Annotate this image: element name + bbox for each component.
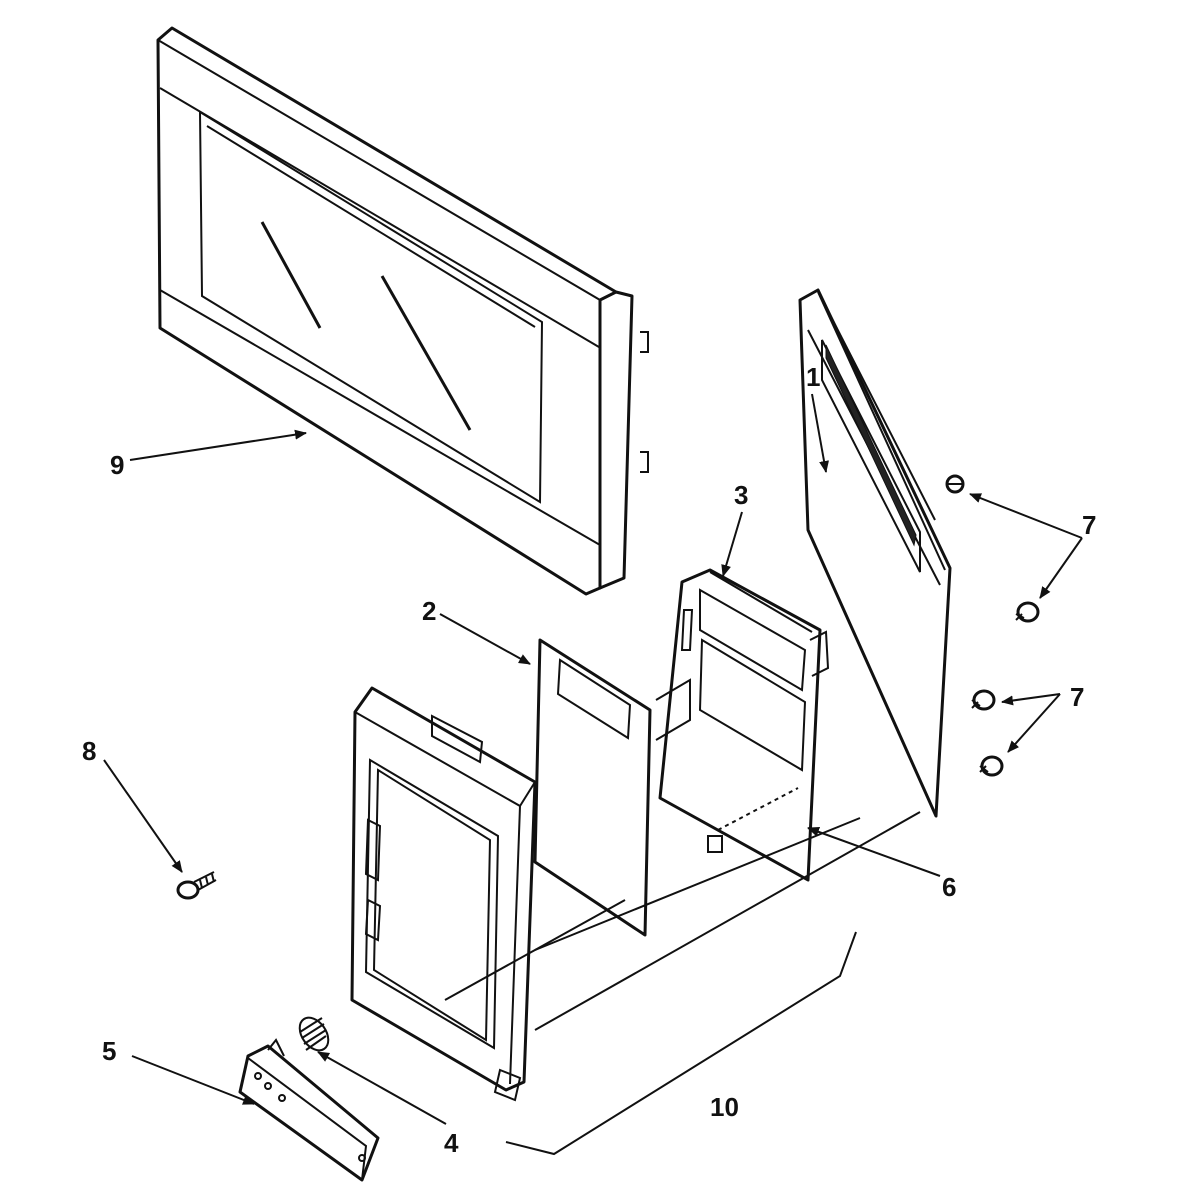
latch-button [238, 1038, 380, 1182]
touch-panel [533, 638, 652, 937]
control-board [798, 288, 952, 818]
callout-5: 5 [102, 1036, 116, 1066]
callout-1: 1 [806, 362, 820, 392]
control-panel-bracket [655, 568, 830, 882]
screw-part-7-d [979, 755, 1004, 777]
callout-9: 9 [110, 450, 124, 480]
screw-part-8 [176, 871, 217, 900]
callout-4: 4 [444, 1128, 459, 1158]
control-panel-frame [350, 686, 537, 1102]
assembly-lines [444, 787, 921, 1031]
door-assembly [156, 26, 649, 596]
spring [298, 1016, 330, 1052]
callout-3: 3 [734, 480, 748, 510]
screw-part-7-c [971, 689, 996, 711]
callout-8: 8 [82, 736, 96, 766]
screw-part-7-b [1015, 601, 1040, 623]
callout-10: 10 [710, 1092, 739, 1122]
leader-lines [103, 393, 1083, 1156]
screw-part-7-a [945, 474, 965, 494]
callout-7-upper: 7 [1082, 510, 1096, 540]
callout-2: 2 [422, 596, 436, 626]
callout-7-lower: 7 [1070, 682, 1084, 712]
callout-6: 6 [942, 872, 956, 902]
callout-labels: 1 2 3 4 5 6 7 7 8 9 10 [82, 362, 1096, 1158]
